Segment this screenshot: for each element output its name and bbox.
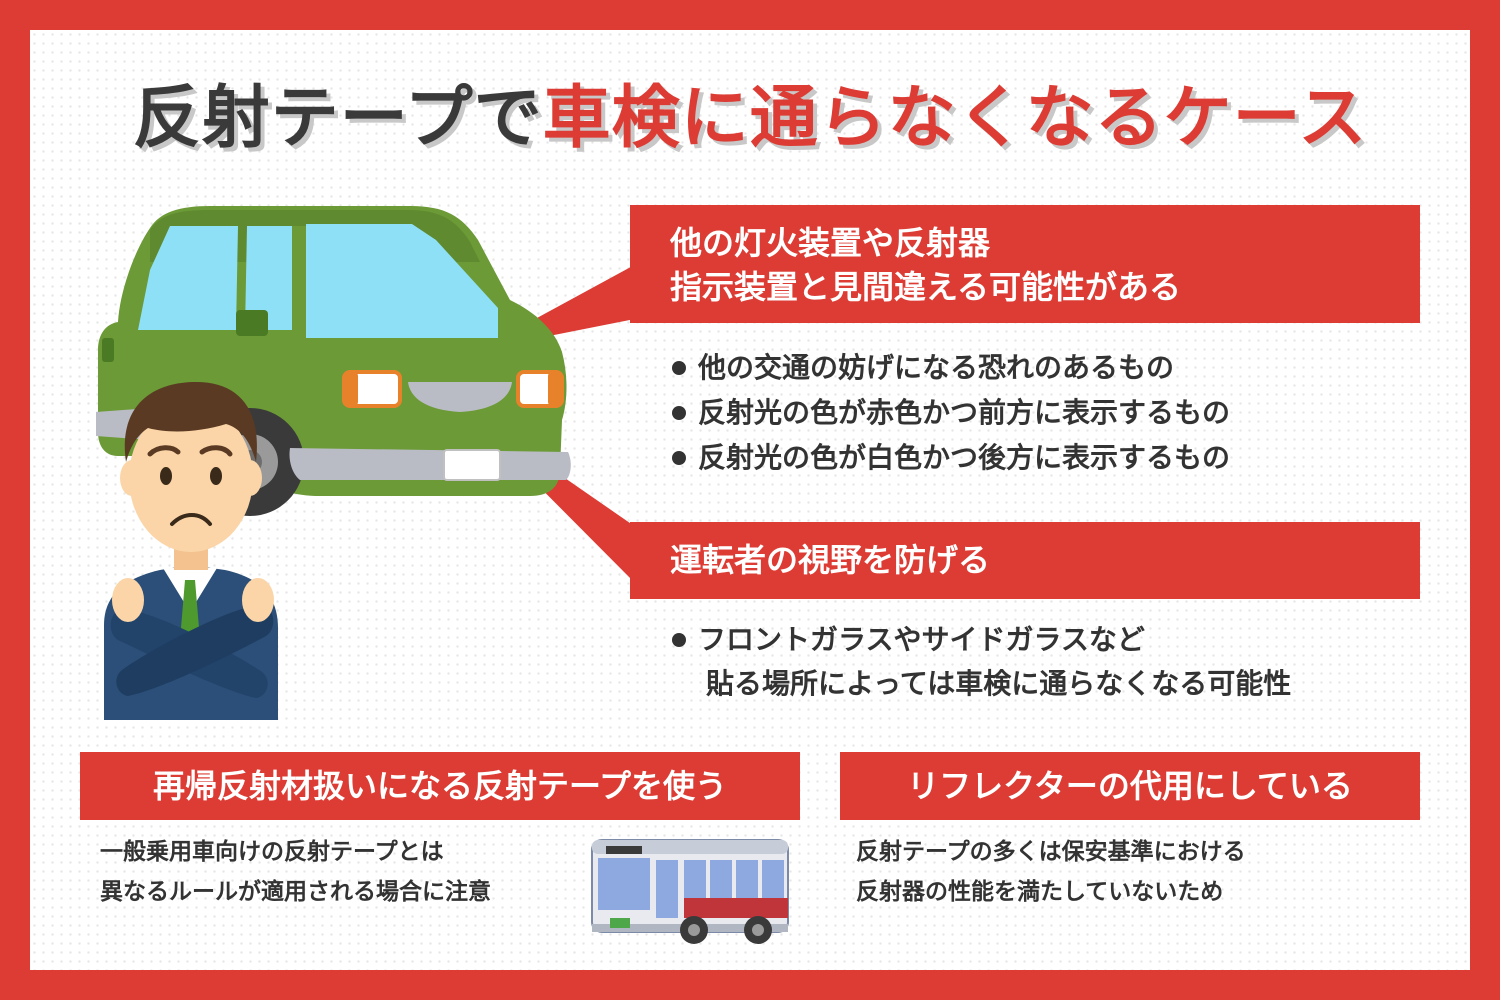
section1-bullet-list: 他の交通の妨げになる恐れのあるもの 反射光の色が赤色かつ前方に表示するもの 反射… (672, 345, 1230, 480)
section3-banner: 再帰反射材扱いになる反射テープを使う (80, 752, 800, 820)
section3-heading: 再帰反射材扱いになる反射テープを使う (152, 767, 728, 805)
section1-banner: 他の灯火装置や反射器 指示装置と見間違える可能性がある (630, 205, 1420, 323)
section4-desc-line2: 反射器の性能を満たしていないため (856, 879, 1224, 905)
list-item: フロントガラスやサイドガラスなど (672, 618, 1291, 662)
section4-banner: リフレクターの代用にしている (840, 752, 1420, 820)
list-item-continuation: 貼る場所によっては車検に通らなくなる可能性 (706, 667, 1292, 700)
worried-man-illustration (104, 382, 278, 720)
title-part-2: 車検に通らなくなるケース (542, 79, 1368, 158)
list-item: 他の交通の妨げになる恐れのあるもの (672, 345, 1230, 390)
section4-description: 反射テープの多くは保安基準における 反射器の性能を満たしていないため (856, 832, 1246, 912)
section2-bullet-list: フロントガラスやサイドガラスなど 貼る場所によっては車検に通らなくなる可能性 (672, 618, 1291, 706)
section2-heading: 運転者の視野を防げる (670, 541, 991, 579)
bus-illustration (591, 839, 789, 944)
section4-heading: リフレクターの代用にしている (907, 767, 1353, 805)
section3-desc-line2: 異なるルールが適用される場合に注意 (100, 879, 491, 905)
list-item: 反射光の色が白色かつ後方に表示するもの (672, 435, 1230, 480)
page-title: 反射テープで車検に通らなくなるケース (0, 62, 1500, 161)
section2-banner: 運転者の視野を防げる (630, 522, 1420, 599)
title-part-1: 反射テープで (132, 79, 543, 158)
section4-desc-line1: 反射テープの多くは保安基準における (856, 839, 1246, 865)
section1-heading-line1: 他の灯火装置や反射器 (670, 224, 991, 262)
section3-desc-line1: 一般乗用車向けの反射テープとは (100, 839, 444, 865)
list-item: 反射光の色が赤色かつ前方に表示するもの (672, 390, 1230, 435)
section3-description: 一般乗用車向けの反射テープとは 異なるルールが適用される場合に注意 (100, 832, 491, 912)
section1-heading-line2: 指示装置と見間違える可能性がある (670, 268, 1182, 306)
